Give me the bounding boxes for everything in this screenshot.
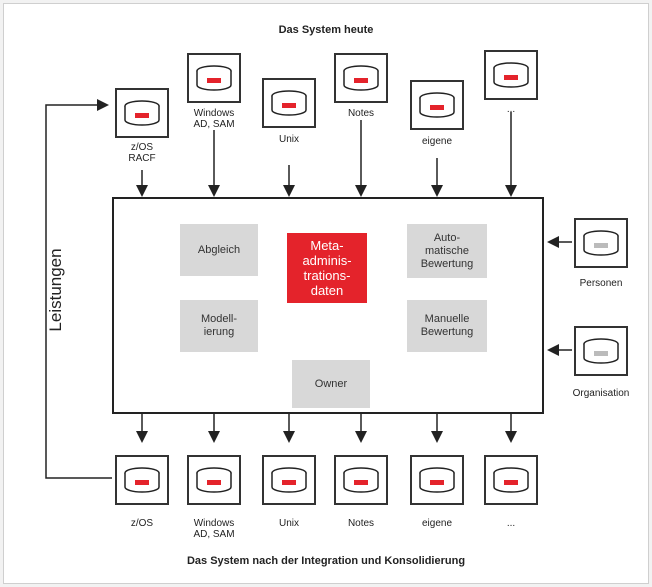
- system-box-windows-top: [187, 53, 241, 103]
- abgleich-box: Abgleich: [180, 224, 258, 276]
- system-label: Windows AD, SAM: [193, 518, 235, 540]
- database-icon: [343, 467, 379, 493]
- database-icon: [419, 467, 455, 493]
- system-box-eigene-top: [410, 80, 464, 130]
- database-icon: [419, 92, 455, 118]
- owner-box: Owner: [292, 360, 370, 408]
- database-icon: [493, 62, 529, 88]
- system-label: z/OS: [130, 518, 154, 529]
- database-icon: [493, 467, 529, 493]
- system-box-notes-bottom: [334, 455, 388, 505]
- title-bottom: Das System nach der Integration und Kons…: [186, 555, 466, 567]
- system-box-unix-top: [262, 78, 316, 128]
- system-label: Unix: [278, 518, 299, 529]
- system-box-zos-top: [115, 88, 169, 138]
- database-icon: [271, 90, 307, 116]
- database-icon: [271, 467, 307, 493]
- database-icon: [343, 65, 379, 91]
- system-label: eigene: [421, 518, 453, 529]
- system-box-eigene-bottom: [410, 455, 464, 505]
- system-label: Windows AD, SAM: [193, 108, 235, 130]
- services-label: Leistungen: [46, 248, 65, 332]
- database-icon: [583, 230, 619, 256]
- system-box-unix-bottom: [262, 455, 316, 505]
- source-box-personen: [574, 218, 628, 268]
- system-box-zos-bottom: [115, 455, 169, 505]
- system-label: Notes: [347, 518, 375, 529]
- database-icon: [196, 65, 232, 91]
- system-label: Unix: [278, 134, 299, 145]
- database-icon: [196, 467, 232, 493]
- system-box-more-top: [484, 50, 538, 100]
- database-icon: [583, 338, 619, 364]
- manuell-bewertung-box: Manuelle Bewertung: [407, 300, 487, 352]
- auto-bewertung-box: Auto- matische Bewertung: [407, 224, 487, 278]
- modellierung-box: Modell- ierung: [180, 300, 258, 352]
- source-box-organisation: [574, 326, 628, 376]
- database-icon: [124, 100, 160, 126]
- meta-data-box: Meta- adminis- trations- daten: [287, 233, 367, 303]
- system-label: eigene: [421, 136, 453, 147]
- system-box-windows-bottom: [187, 455, 241, 505]
- system-box-notes-top: [334, 53, 388, 103]
- database-icon: [124, 467, 160, 493]
- system-label: Notes: [347, 108, 375, 119]
- source-label: Organisation: [572, 388, 630, 399]
- title-top: Das System heute: [278, 24, 374, 36]
- system-box-more-bottom: [484, 455, 538, 505]
- system-label: z/OS RACF: [128, 142, 156, 164]
- system-label: ...: [506, 104, 516, 115]
- system-label: ...: [506, 518, 516, 529]
- source-label: Personen: [579, 278, 623, 289]
